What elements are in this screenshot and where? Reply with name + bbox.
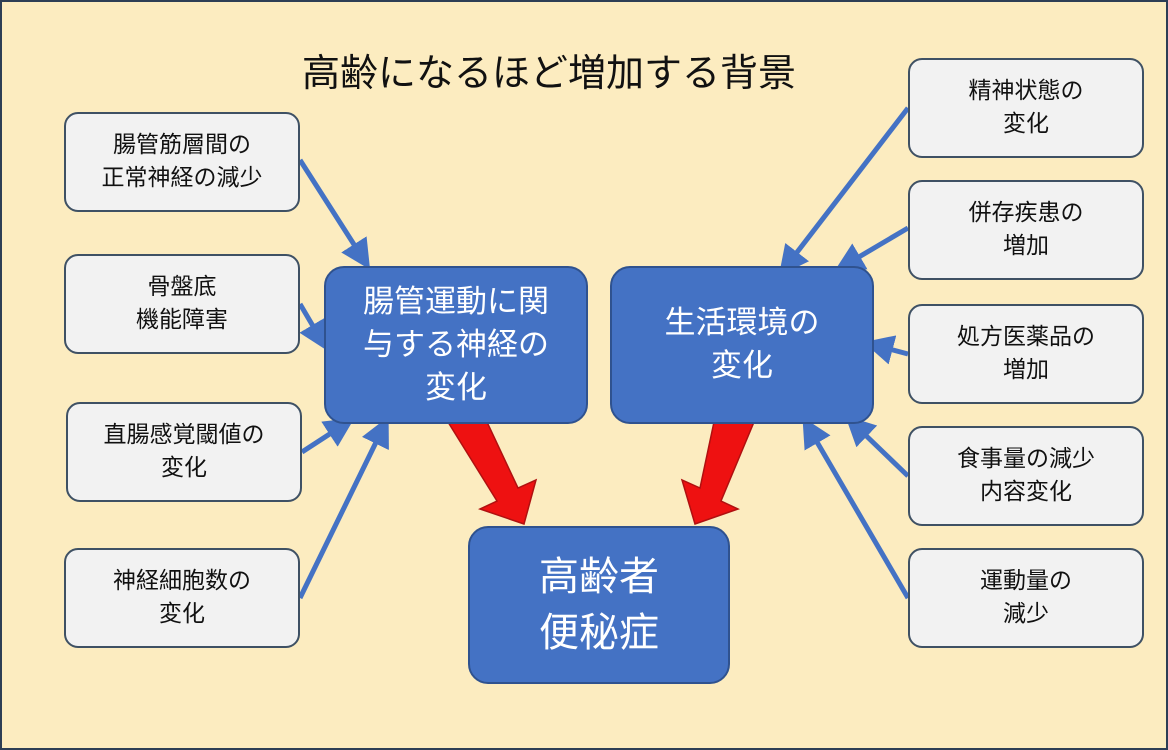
nerve-change-box: 腸管運動に関 与する神経の 変化 (324, 266, 588, 424)
factor-box-comorbidity: 併存疾患の 増加 (908, 180, 1144, 280)
nerve-change-text: 変化 (425, 369, 487, 406)
factor-text: 変化 (161, 455, 207, 481)
factor-box-prescriptions: 処方医薬品の 増加 (908, 304, 1144, 404)
arrow-right-2 (834, 225, 910, 272)
factor-box-mental-state: 精神状態の 変化 (908, 58, 1144, 158)
factor-text: 内容変化 (980, 479, 1072, 505)
factor-text: 処方医薬品の (957, 324, 1095, 350)
nerve-change-text: 与する神経の (363, 326, 549, 363)
life-change-text: 生活環境の (664, 305, 820, 341)
factor-box-nerve-cell-count: 神経細胞数の 変化 (64, 548, 300, 648)
factor-text: 神経細胞数の (113, 568, 251, 594)
factor-text: 運動量の (980, 568, 1072, 594)
arrow-left-2 (297, 302, 328, 351)
factor-text: 食事量の減少 (957, 446, 1095, 472)
factor-text: 直腸感覚閾値の (103, 422, 265, 448)
diagram-title: 高齢になるほど増加する背景 (302, 51, 797, 95)
arrow-right-5 (802, 417, 911, 600)
arrow-left-1 (297, 158, 371, 270)
factor-text: 増加 (1003, 357, 1049, 383)
factor-text: 機能障害 (136, 307, 228, 333)
factor-box-rectal-sensation: 直腸感覚閾値の 変化 (66, 402, 302, 502)
result-text: 便秘症 (539, 610, 659, 656)
factor-text: 併存疾患の (968, 200, 1084, 226)
result-box: 高齢者 便秘症 (468, 526, 730, 684)
factor-box-exercise: 運動量の 減少 (908, 548, 1144, 648)
arrow-right-4 (845, 415, 910, 478)
factor-box-diet: 食事量の減少 内容変化 (908, 426, 1144, 526)
arrow-left-4 (297, 416, 389, 600)
life-change-box: 生活環境の 変化 (610, 266, 874, 424)
arrow-right-3 (863, 335, 909, 365)
factor-box-pelvic-floor: 骨盤底 機能障害 (64, 254, 300, 354)
arrow-right-1 (778, 106, 910, 276)
factor-text: 減少 (1003, 601, 1049, 627)
nerve-change-text: 腸管運動に関 (363, 283, 549, 320)
arrow-nerve-to-result (446, 421, 538, 525)
factor-text: 正常神経の減少 (101, 165, 263, 191)
factor-box-bowel-nerve-decrease: 腸管筋層間の 正常神経の減少 (64, 112, 300, 212)
factor-text: 精神状態の (968, 78, 1084, 104)
factor-text: 変化 (1003, 111, 1049, 137)
arrow-left-3 (300, 417, 355, 455)
result-text: 高齢者 (539, 554, 659, 600)
life-change-text: 変化 (711, 348, 773, 384)
factor-text: 変化 (159, 601, 205, 627)
factor-text: 骨盤底 (147, 274, 217, 300)
arrow-life-to-result (680, 421, 756, 525)
factor-text: 腸管筋層間の (113, 132, 251, 158)
factor-text: 増加 (1003, 233, 1049, 259)
